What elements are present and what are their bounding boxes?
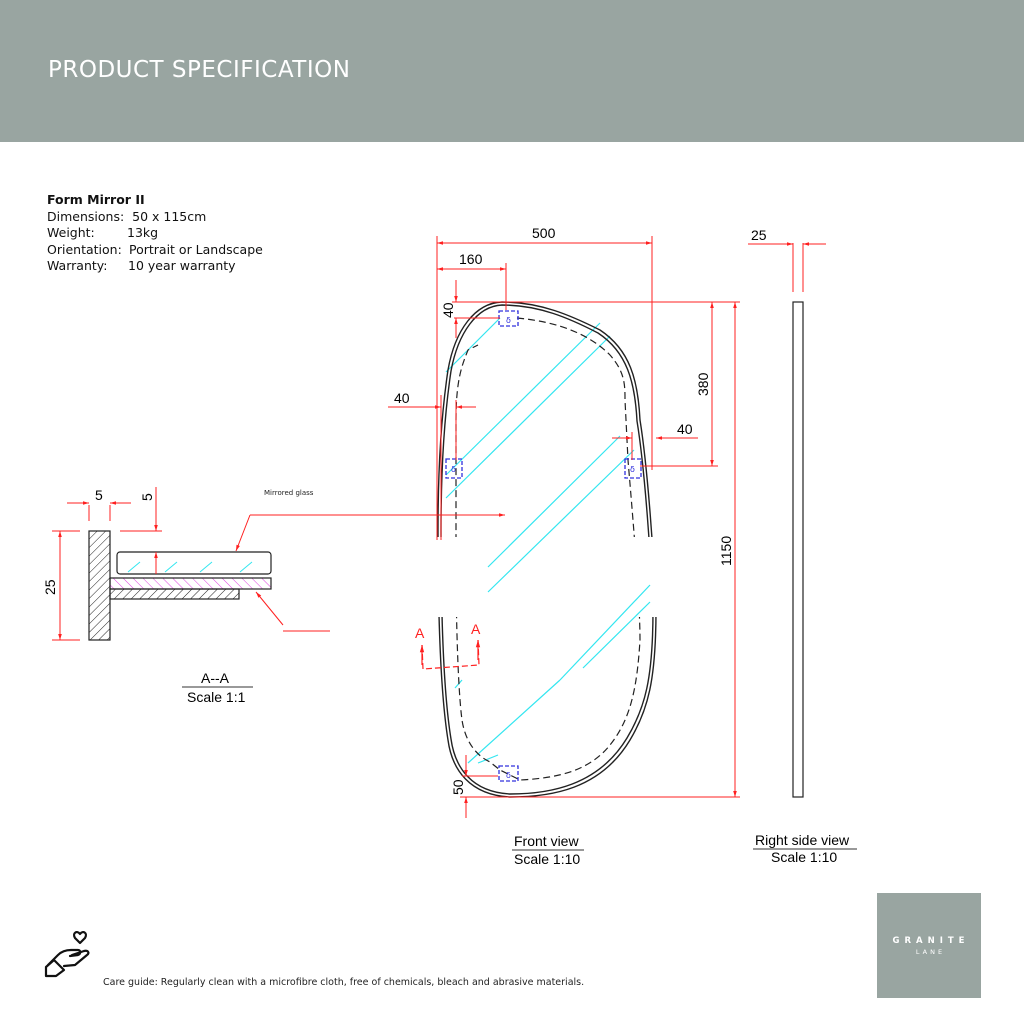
hand-heart-icon bbox=[44, 931, 90, 978]
bracket-top: δ bbox=[498, 310, 519, 327]
bracket-left: δ bbox=[445, 458, 463, 479]
spec-value: Portrait or Landscape bbox=[129, 241, 263, 257]
mirror-outline bbox=[437, 301, 657, 798]
spec-value: 50 x 115cm bbox=[132, 208, 207, 224]
dim-width: 500 bbox=[532, 225, 556, 241]
svg-text:δ: δ bbox=[451, 465, 456, 474]
bracket-right: δ bbox=[624, 458, 642, 479]
bracket-bottom: δ bbox=[498, 765, 519, 782]
dim-height: 1150 bbox=[718, 536, 734, 566]
header-banner: PRODUCT SPECIFICATION bbox=[0, 0, 1024, 142]
inner-dashed-outline bbox=[455, 317, 641, 781]
svg-text:δ: δ bbox=[506, 771, 511, 780]
product-name: Form Mirror II bbox=[47, 192, 145, 207]
dim-depth: 25 bbox=[751, 227, 767, 243]
svg-text:δ: δ bbox=[506, 316, 511, 325]
spec-value: 13kg bbox=[127, 225, 159, 240]
front-view: δ δ δ δ bbox=[235, 225, 740, 867]
page-title: PRODUCT SPECIFICATION bbox=[48, 57, 351, 83]
brand-logo: GRANITE LANE bbox=[877, 893, 981, 998]
section-view: 25 5 5 Mirrored glass A--A Scale 1:1 bbox=[42, 487, 330, 705]
brand-sub: LANE bbox=[915, 948, 946, 956]
dim-top-inset: 40 bbox=[440, 302, 456, 318]
spec-label: Warranty: bbox=[47, 258, 108, 273]
spec-label: Dimensions: bbox=[47, 208, 125, 224]
dim-bottom-inset: 50 bbox=[450, 779, 466, 795]
dim-right-inset: 40 bbox=[677, 421, 693, 437]
spec-row-dimensions: Dimensions: 50 x 115cm bbox=[47, 209, 263, 226]
svg-text:δ: δ bbox=[630, 465, 635, 474]
front-dimensions bbox=[235, 236, 740, 818]
front-view-caption: Front view bbox=[514, 833, 579, 849]
care-guide: Care guide: Regularly clean with a micro… bbox=[103, 977, 585, 988]
dim-section-wall: 5 bbox=[95, 487, 103, 503]
brand-name: GRANITE bbox=[892, 936, 970, 946]
section-label-right: A bbox=[471, 621, 481, 637]
spec-value: 10 year warranty bbox=[128, 258, 236, 273]
side-view: 25 Right side view Scale 1:10 bbox=[748, 227, 857, 865]
section-label-left: A bbox=[415, 625, 425, 641]
dim-section-gap: 5 bbox=[139, 493, 155, 501]
spec-label: Weight: bbox=[47, 225, 95, 240]
spec-row-warranty: Warranty: 10 year warranty bbox=[47, 258, 263, 275]
dim-left-inset: 40 bbox=[394, 390, 410, 406]
front-view-scale: Scale 1:10 bbox=[514, 851, 580, 867]
spec-label: Orientation: bbox=[47, 241, 122, 257]
section-marker bbox=[419, 639, 481, 670]
product-specs: Form Mirror II Dimensions: 50 x 115cm We… bbox=[47, 192, 263, 275]
dim-section-depth: 25 bbox=[42, 579, 58, 595]
section-scale: Scale 1:1 bbox=[187, 689, 246, 705]
side-view-scale: Scale 1:10 bbox=[771, 849, 837, 865]
spec-row-weight: Weight: 13kg bbox=[47, 225, 263, 242]
section-caption: A--A bbox=[201, 670, 230, 686]
side-view-caption: Right side view bbox=[755, 832, 850, 848]
dim-side-bracket: 380 bbox=[695, 372, 711, 396]
dim-bracket-offset: 160 bbox=[459, 251, 483, 267]
spec-row-orientation: Orientation: Portrait or Landscape bbox=[47, 242, 263, 259]
glass-hatch bbox=[445, 317, 651, 764]
callout-mirrored-glass: Mirrored glass bbox=[264, 489, 314, 497]
